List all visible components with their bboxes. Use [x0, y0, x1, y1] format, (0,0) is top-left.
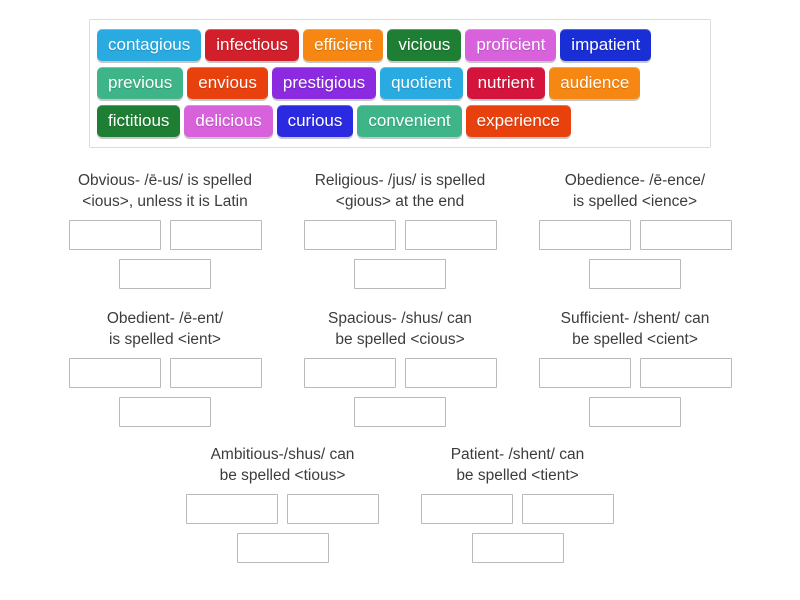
slot-pair: [68, 220, 262, 250]
group-spacious: Spacious- /shus/ can be spelled <cious>: [288, 308, 513, 427]
slot-pair: [538, 358, 732, 388]
group-title: Obedient- /ē-ent/ is spelled <ient>: [106, 310, 224, 348]
drop-slot[interactable]: [303, 220, 396, 250]
slot-single: [589, 259, 681, 289]
drop-slot[interactable]: [186, 494, 278, 524]
group-title: Obedience- /ē-ence/ is spelled <ience>: [564, 172, 706, 210]
drop-slot[interactable]: [404, 220, 497, 250]
group-row-3: Ambitious-/shus/ can be spelled <tious> P…: [0, 444, 800, 563]
drop-slot[interactable]: [68, 358, 161, 388]
word-tile[interactable]: quotient: [380, 67, 463, 99]
group-title: Ambitious-/shus/ can be spelled <tious>: [210, 446, 355, 484]
group-title: Obvious- /ē-us/ is spelled <ious>, unles…: [77, 172, 253, 210]
drop-slot[interactable]: [471, 533, 564, 563]
slot-single: [354, 259, 446, 289]
group-row-2: Obedient- /ē-ent/ is spelled <ient> Spaci…: [0, 308, 800, 427]
drop-slot[interactable]: [236, 533, 329, 563]
drop-slot[interactable]: [169, 358, 262, 388]
word-tile[interactable]: convenient: [357, 105, 462, 137]
word-tile[interactable]: efficient: [303, 29, 384, 61]
word-tile[interactable]: delicious: [184, 105, 273, 137]
word-tile[interactable]: contagious: [97, 29, 202, 61]
word-tile[interactable]: curious: [276, 105, 354, 137]
drop-slot[interactable]: [68, 220, 161, 250]
group-patient: Patient- /shent/ can be spelled <tient>: [405, 444, 630, 563]
group-row-1: Obvious- /ē-us/ is spelled <ious>, unles…: [0, 170, 800, 289]
group-obvious: Obvious- /ē-us/ is spelled <ious>, unles…: [53, 170, 278, 289]
word-tile[interactable]: envious: [187, 67, 268, 99]
word-tile[interactable]: nutrient: [466, 67, 546, 99]
slot-single: [354, 397, 446, 427]
drop-slot[interactable]: [354, 259, 446, 289]
group-title: Sufficient- /shent/ can be spelled <cien…: [560, 310, 710, 348]
slot-pair: [68, 358, 262, 388]
group-obedient: Obedient- /ē-ent/ is spelled <ient>: [53, 308, 278, 427]
drop-slot[interactable]: [119, 397, 211, 427]
drop-slot[interactable]: [589, 397, 681, 427]
drop-slot[interactable]: [354, 397, 446, 427]
slot-pair: [421, 494, 614, 524]
word-tile[interactable]: prestigious: [271, 67, 377, 99]
group-title: Patient- /shent/ can be spelled <tient>: [450, 446, 585, 484]
slot-pair: [186, 494, 379, 524]
drop-slot[interactable]: [639, 358, 732, 388]
slot-single: [119, 397, 211, 427]
slot-single: [119, 259, 211, 289]
drop-slot[interactable]: [169, 220, 262, 250]
drop-slot[interactable]: [522, 494, 614, 524]
drop-slot[interactable]: [287, 494, 379, 524]
slot-pair: [538, 220, 732, 250]
word-tile[interactable]: infectious: [205, 29, 300, 61]
group-ambitious: Ambitious-/shus/ can be spelled <tious>: [170, 444, 395, 563]
drop-slot[interactable]: [119, 259, 211, 289]
drop-slot[interactable]: [589, 259, 681, 289]
slot-single: [471, 533, 564, 563]
word-tile[interactable]: fictitious: [97, 105, 181, 137]
word-tile[interactable]: previous: [97, 67, 184, 99]
slot-pair: [303, 220, 497, 250]
group-title: Religious- /jus/ is spelled <gious> at t…: [314, 172, 486, 210]
slot-single: [589, 397, 681, 427]
word-tile[interactable]: vicious: [387, 29, 462, 61]
word-tile[interactable]: audience: [549, 67, 641, 99]
drop-slot[interactable]: [538, 220, 631, 250]
group-title: Spacious- /shus/ can be spelled <cious>: [328, 310, 472, 348]
word-tile[interactable]: proficient: [465, 29, 557, 61]
drop-slot[interactable]: [404, 358, 497, 388]
group-obedience: Obedience- /ē-ence/ is spelled <ience>: [523, 170, 748, 289]
word-tile[interactable]: impatient: [560, 29, 652, 61]
drop-slot[interactable]: [303, 358, 396, 388]
word-tile[interactable]: experience: [465, 105, 571, 137]
drop-slot[interactable]: [421, 494, 513, 524]
group-religious: Religious- /jus/ is spelled <gious> at t…: [288, 170, 513, 289]
slot-pair: [303, 358, 497, 388]
drop-slot[interactable]: [538, 358, 631, 388]
drop-slot[interactable]: [639, 220, 732, 250]
group-sufficient: Sufficient- /shent/ can be spelled <cien…: [523, 308, 748, 427]
slot-single: [236, 533, 329, 563]
